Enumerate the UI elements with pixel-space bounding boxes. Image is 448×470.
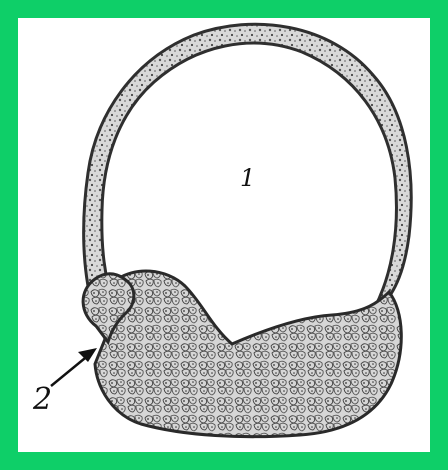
- blastocyst-illustration: [18, 18, 430, 452]
- pointer-arrow: [51, 348, 97, 386]
- inner-cell-mass-label: 2: [33, 385, 52, 415]
- inner-cell-mass: [95, 271, 401, 437]
- cavity-label: 1: [240, 166, 255, 190]
